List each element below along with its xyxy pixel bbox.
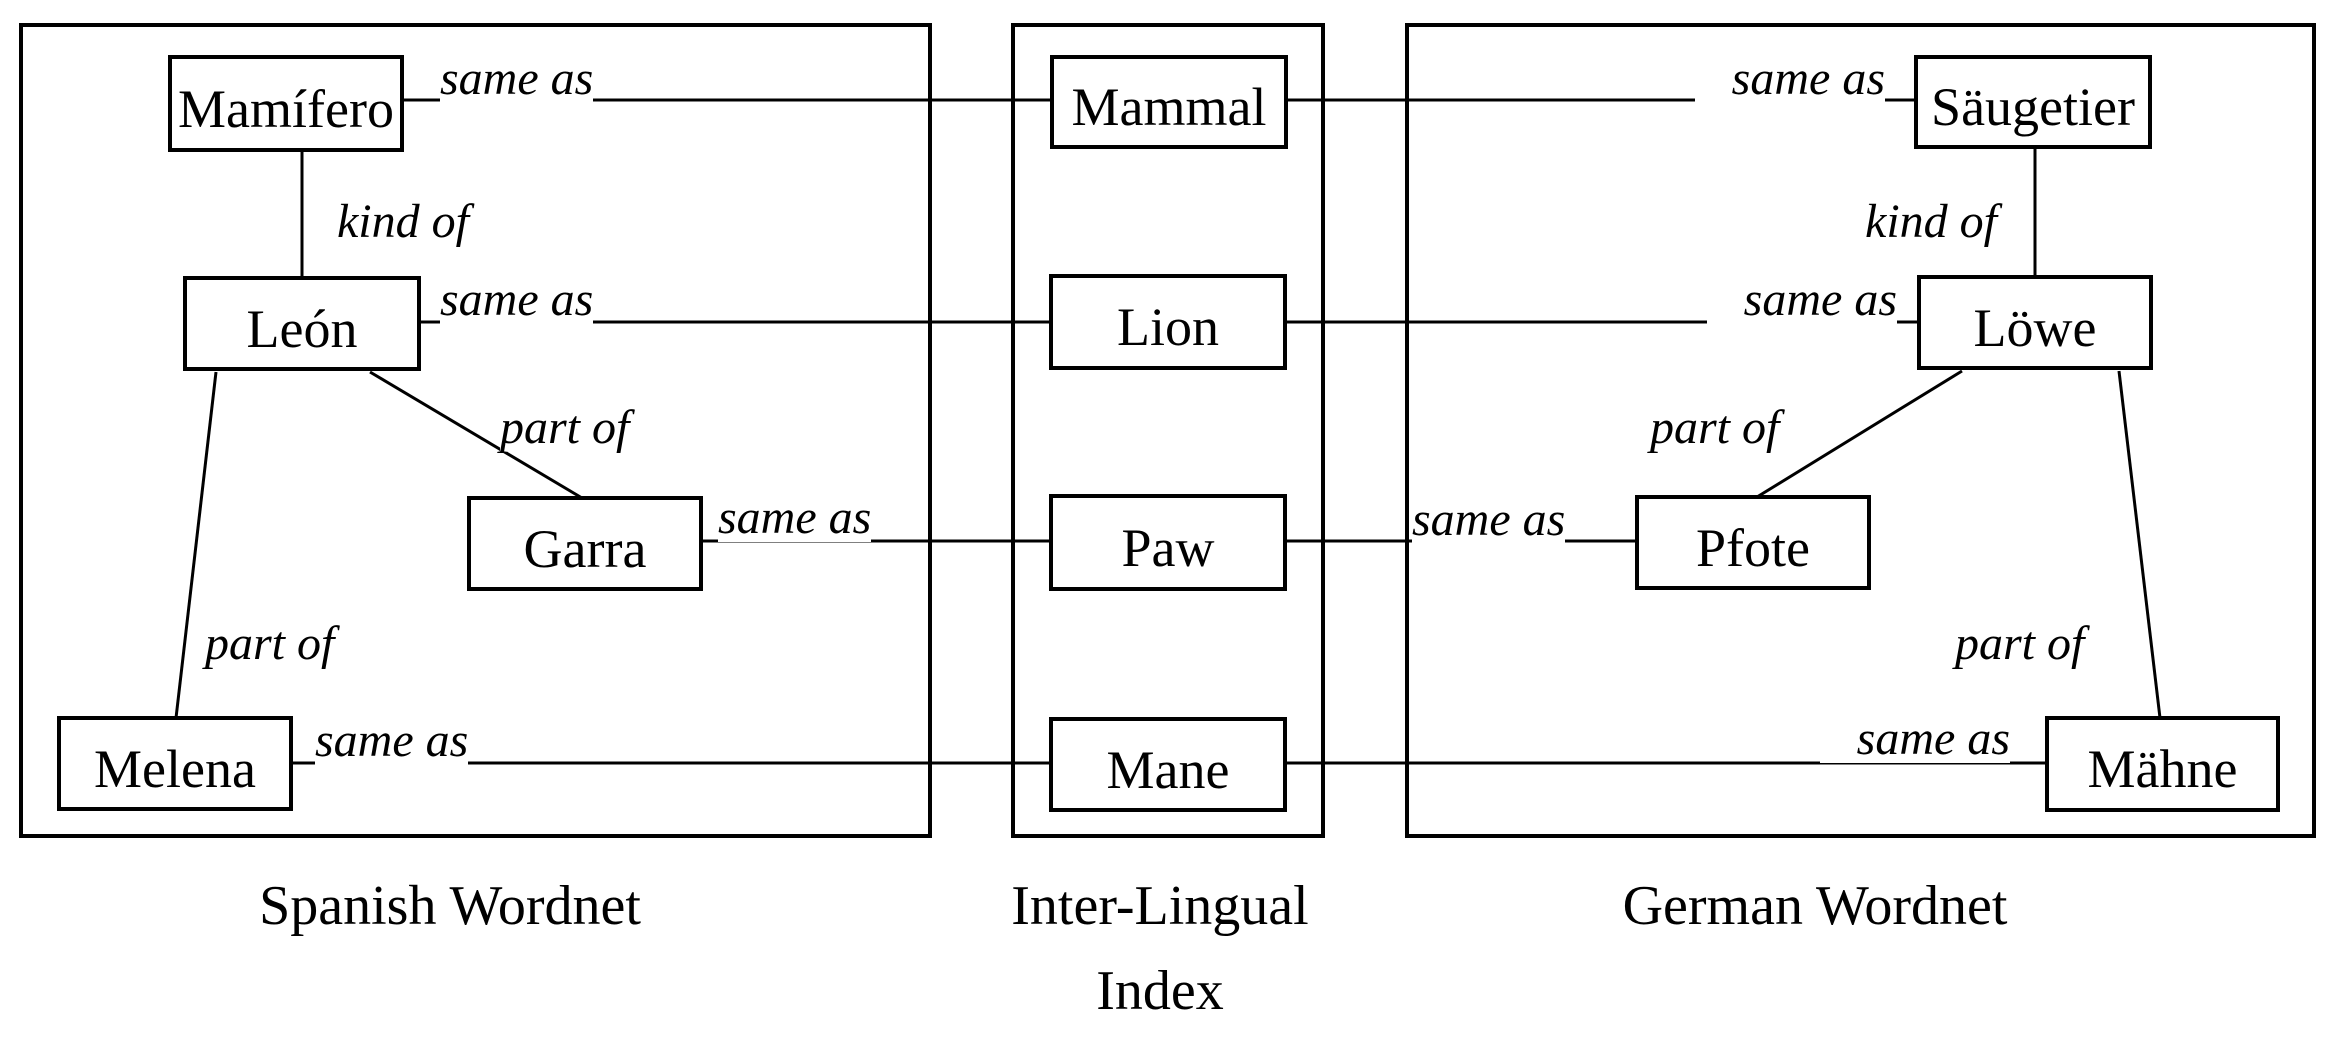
node-mammal: Mammal bbox=[1050, 55, 1288, 149]
node-label: Garra bbox=[523, 518, 647, 579]
same-as-label-melena-mane: same as bbox=[315, 714, 469, 767]
node-pfote: Pfote bbox=[1635, 495, 1871, 590]
node-leon: León bbox=[183, 276, 421, 371]
same-as-label-paw-pfote: same as bbox=[1412, 493, 1566, 546]
node-lowe: Löwe bbox=[1917, 275, 2153, 370]
part-of-label-pfote-lowe: part of bbox=[1650, 401, 1780, 454]
node-label: León bbox=[246, 298, 358, 359]
inter-lingual-index-box bbox=[1011, 23, 1325, 838]
same-as-label-mammal-saugetier: same as bbox=[1695, 55, 1885, 103]
same-as-label-mane-mahne: same as bbox=[1820, 715, 2010, 763]
node-label: Paw bbox=[1121, 517, 1215, 578]
node-label: Mane bbox=[1106, 739, 1230, 800]
kind-of-label-leon-mamifero: kind of bbox=[337, 195, 469, 248]
node-label: Lion bbox=[1117, 297, 1219, 357]
inter-lingual-index-caption: Inter-Lingual Index bbox=[960, 878, 1360, 1048]
node-label: Mammal bbox=[1071, 77, 1267, 137]
node-mahne: Mähne bbox=[2045, 716, 2280, 812]
node-saugetier: Säugetier bbox=[1914, 55, 2152, 149]
same-as-label-garra-paw: same as bbox=[718, 491, 872, 544]
german-wordnet-caption: German Wordnet bbox=[1622, 875, 2008, 937]
caption-line-2: Index bbox=[1096, 960, 1224, 1022]
node-label: Säugetier bbox=[1931, 77, 2135, 137]
part-of-label-melena-leon: part of bbox=[205, 617, 335, 670]
node-garra: Garra bbox=[467, 496, 703, 591]
node-label: Mähne bbox=[2087, 739, 2238, 799]
german-wordnet-box bbox=[1405, 23, 2316, 838]
same-as-label-leon-lion: same as bbox=[440, 273, 594, 326]
node-mane: Mane bbox=[1049, 717, 1287, 812]
node-lion: Lion bbox=[1049, 274, 1287, 370]
node-melena: Melena bbox=[57, 716, 293, 811]
spanish-wordnet-box bbox=[19, 23, 932, 838]
node-paw: Paw bbox=[1049, 494, 1287, 591]
node-mamifero: Mamífero bbox=[168, 55, 404, 152]
node-label: Pfote bbox=[1696, 517, 1810, 578]
node-label: Melena bbox=[94, 738, 256, 799]
node-label: Mamífero bbox=[178, 78, 394, 139]
part-of-label-mahne-lowe: part of bbox=[1955, 617, 2085, 670]
spanish-wordnet-caption: Spanish Wordnet bbox=[259, 875, 641, 937]
caption-line-1: Inter-Lingual bbox=[1011, 875, 1309, 937]
kind-of-label-lowe-saugetier: kind of bbox=[1817, 198, 1997, 246]
same-as-label-lion-lowe: same as bbox=[1707, 276, 1897, 324]
same-as-label-mamifero-mammal: same as bbox=[440, 52, 594, 105]
node-label: Löwe bbox=[1973, 297, 2097, 358]
part-of-label-garra-leon: part of bbox=[500, 401, 630, 454]
